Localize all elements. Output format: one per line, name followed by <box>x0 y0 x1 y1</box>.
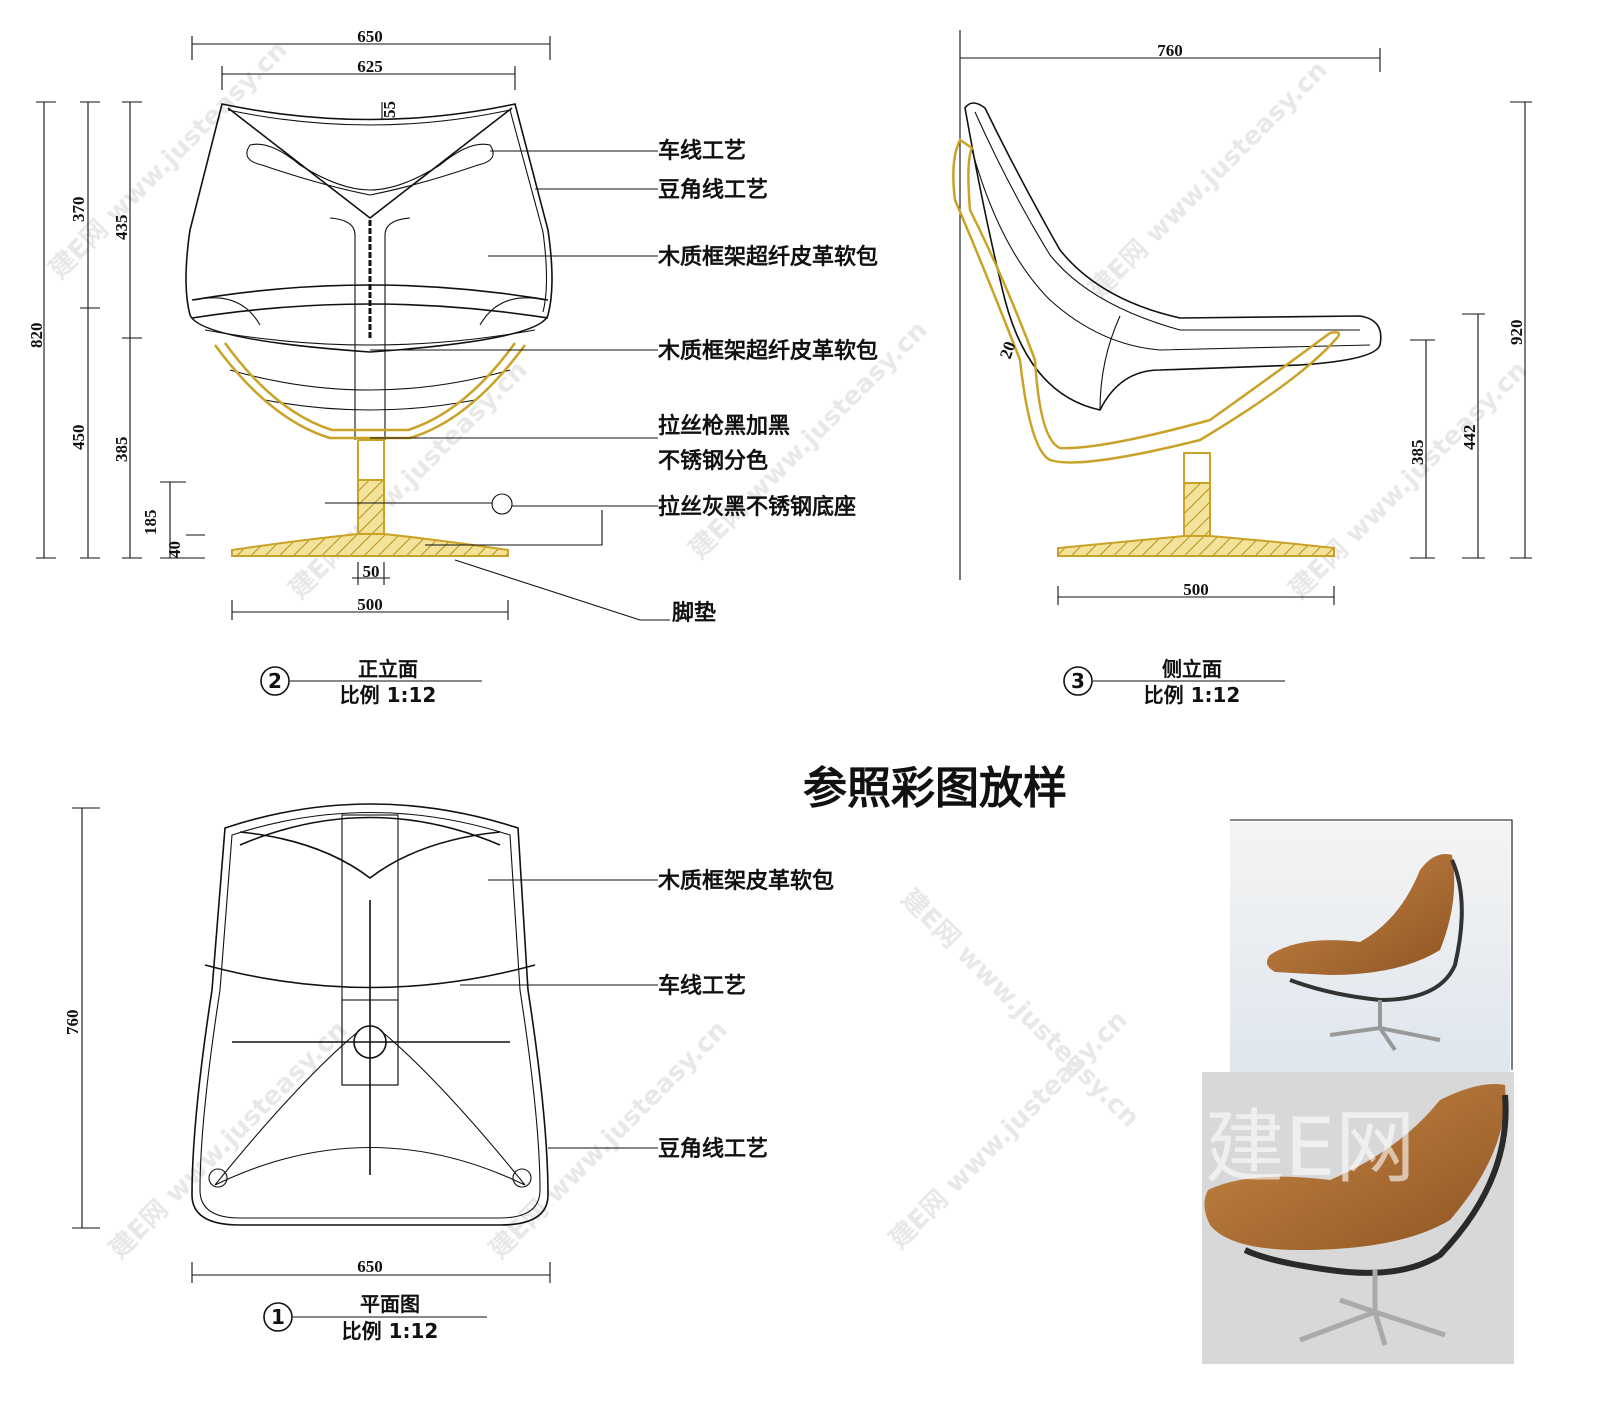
side-view-title-text: 侧立面 <box>1162 657 1222 681</box>
plan-view-number-text: 1 <box>271 1305 285 1329</box>
watermark-text: 建E网 www.justeasy.cn <box>1084 55 1334 305</box>
path-mark <box>223 342 517 432</box>
plan-view-dims-depth-text: 760 <box>63 1010 82 1036</box>
plan-view-dims-width-text: 650 <box>357 1257 383 1276</box>
path-mark <box>246 143 494 196</box>
front-view-dims-back-h2-text: 435 <box>112 215 131 241</box>
annotations-a5-text: 拉丝枪黑加黑 <box>658 413 790 439</box>
annotations-p2-text: 车线工艺 <box>658 973 746 999</box>
side-view-number-text: 3 <box>1071 669 1085 693</box>
circle-mark <box>208 1168 228 1188</box>
side-elevation: 760 920 442 385 20 500 3 侧立面 比例 1:12 <box>952 30 1532 707</box>
watermark-text: 建E网 www.justeasy.cn <box>1284 355 1534 605</box>
path-mark <box>199 812 541 1219</box>
circle-mark <box>260 666 290 696</box>
path-mark <box>191 803 549 1226</box>
photo-watermark-text: 建E网 <box>1205 1101 1416 1194</box>
rect-mark <box>1183 482 1211 544</box>
path-mark <box>1057 535 1335 557</box>
path-mark <box>204 329 536 411</box>
watermark-text: 建E网 www.justeasy.cn <box>104 1015 354 1265</box>
path-mark <box>191 284 549 301</box>
side-view-dims-tube-text: 20 <box>996 339 1020 361</box>
front-view-title-text: 正立面 <box>358 657 418 681</box>
front-view-number-text: 2 <box>268 669 282 693</box>
path-mark <box>1243 1094 1509 1276</box>
front-view-dims-column-w-text: 50 <box>363 562 380 581</box>
path-mark <box>239 816 501 880</box>
plan-view: 760 650 1 平面图 比例 1:12 <box>63 803 551 1343</box>
path-mark <box>952 138 1341 464</box>
reference-title: 参照彩图放样 <box>803 763 1067 814</box>
polyline-mark <box>425 510 603 546</box>
annotations-a7-text: 拉丝灰黑不锈钢底座 <box>658 494 856 520</box>
front-annotations: 车线工艺 豆角线工艺 木质框架超纤皮革软包 木质框架超纤皮革软包 拉丝枪黑加黑 … <box>325 138 878 626</box>
line-mark <box>454 559 641 621</box>
path-mark <box>1204 1084 1506 1250</box>
front-view-dims-base-h-text: 185 <box>141 510 160 536</box>
annotations-p1-text: 木质框架皮革软包 <box>657 868 834 894</box>
plan-view-title-text: 平面图 <box>360 1292 420 1316</box>
annotations-a2-text: 豆角线工艺 <box>658 177 768 203</box>
annotations-a3-text: 木质框架超纤皮革软包 <box>657 244 878 270</box>
front-view-dims-base-w-text: 500 <box>357 595 383 614</box>
path-mark <box>1329 1000 1441 1052</box>
circle-mark <box>353 1025 387 1059</box>
plan-view-scale-text: 比例 1:12 <box>342 1319 439 1343</box>
front-view-dims-top-dip-text: 55 <box>380 101 399 118</box>
side-view-dims-depth-text: 760 <box>1157 41 1183 60</box>
rect-mark <box>357 479 385 543</box>
front-view-dims-seat-h2-text: 385 <box>112 437 131 463</box>
rect-mark <box>1183 452 1211 484</box>
annotations-p3-text: 豆角线工艺 <box>658 1136 768 1162</box>
annotations-a6-text: 不锈钢分色 <box>658 448 768 474</box>
path-mark <box>964 102 1382 411</box>
path-mark <box>971 111 1371 351</box>
path-mark <box>1289 859 1464 1003</box>
path-mark <box>185 103 553 353</box>
path-mark <box>329 217 411 440</box>
side-view-scale-text: 比例 1:12 <box>1144 683 1241 707</box>
rect-mark <box>357 439 385 481</box>
plan-annotations: 木质框架皮革软包 车线工艺 豆角线工艺 <box>460 868 834 1162</box>
front-view-dims-width-outer-text: 650 <box>357 27 383 46</box>
front-view-dims-seat-height-text: 450 <box>69 425 88 451</box>
front-view-dims-width-inner-text: 625 <box>357 57 383 76</box>
side-view-dims-seat-h-text: 385 <box>1408 440 1427 466</box>
reference-photos: 建E网 <box>1202 819 1514 1364</box>
annotations-a4-text: 木质框架超纤皮革软包 <box>657 338 878 364</box>
circle-mark <box>512 1168 532 1188</box>
side-view-dims-seat-front-text: 442 <box>1460 425 1479 451</box>
front-view-dims-base-t-text: 40 <box>165 541 184 558</box>
path-mark <box>227 107 513 220</box>
polyline-mark <box>1230 819 1513 1070</box>
path-mark <box>191 303 549 319</box>
circle-mark <box>1063 666 1093 696</box>
front-view-dims-total-height-text: 820 <box>27 323 46 349</box>
annotations-a1-text: 车线工艺 <box>658 138 746 164</box>
path-mark <box>231 533 509 557</box>
path-mark <box>227 109 548 313</box>
annotations-a8-text: 脚垫 <box>672 600 716 626</box>
watermark-text: 建E网 www.justeasy.cn <box>884 1005 1134 1255</box>
watermark-text: 建E网 www.justeasy.cn <box>284 355 534 605</box>
circle-mark <box>491 493 513 515</box>
front-view-dims-back-height-text: 370 <box>69 197 88 223</box>
path-mark <box>214 1029 526 1186</box>
path-mark <box>194 297 546 326</box>
path-mark <box>1266 854 1455 975</box>
front-elevation: 650 625 55 820 370 450 435 385 185 40 <box>27 27 553 707</box>
path-mark <box>1099 315 1121 411</box>
side-view-dims-base-w-text: 500 <box>1183 580 1209 599</box>
front-view-scale-text: 比例 1:12 <box>340 683 437 707</box>
path-mark <box>1299 1270 1446 1346</box>
side-view-dims-total-height-text: 920 <box>1507 320 1526 346</box>
watermark-text: 建E网 www.justeasy.cn <box>44 35 294 285</box>
circle-mark <box>263 1302 293 1332</box>
